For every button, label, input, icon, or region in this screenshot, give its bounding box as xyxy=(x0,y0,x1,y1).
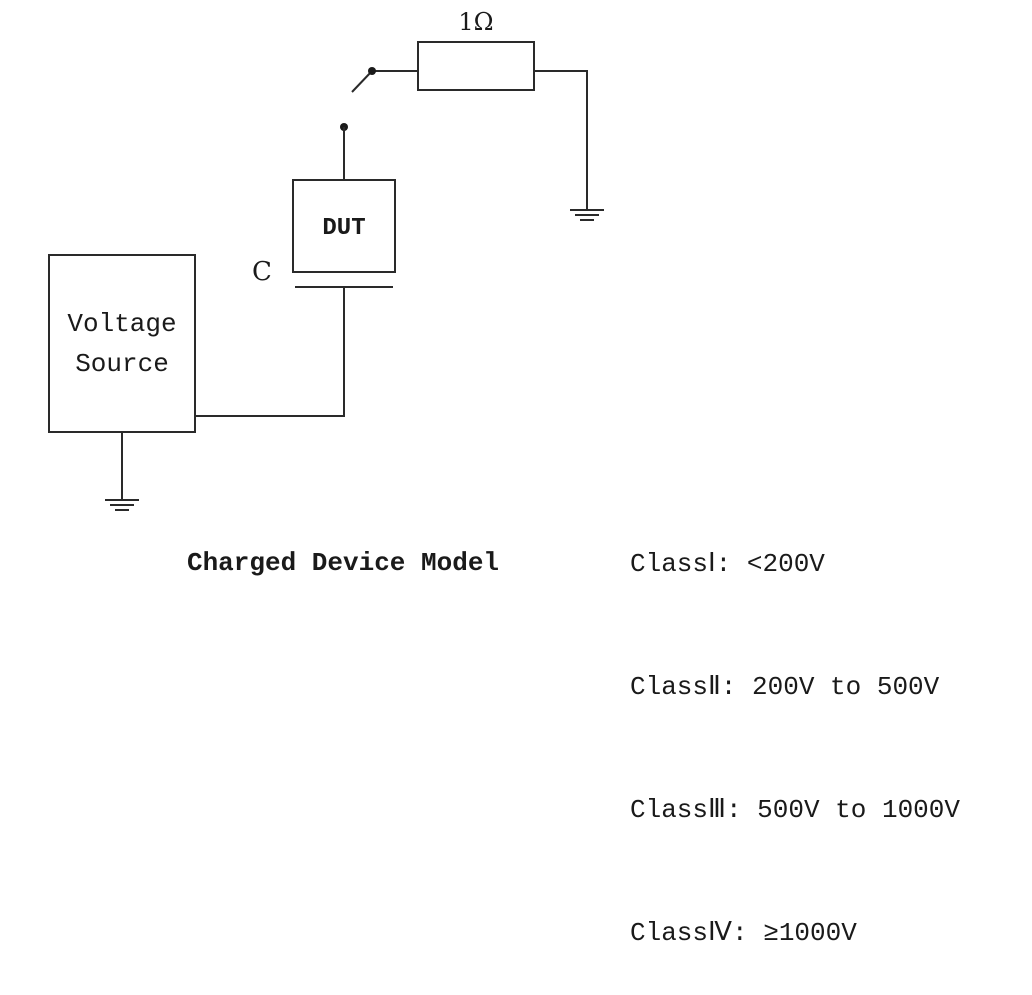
ground-icon xyxy=(570,209,604,221)
capacitor-label: C xyxy=(252,257,272,287)
class-2-line: ClassⅡ: 200V to 500V xyxy=(630,672,940,702)
class-3-line: ClassⅢ: 500V to 1000V xyxy=(630,795,960,825)
voltage-source-box xyxy=(48,254,196,433)
switch-pivot xyxy=(368,67,376,75)
voltage-source-label-line2: Source xyxy=(75,349,169,379)
wire-resistor-ground xyxy=(534,70,588,210)
resistor-label: 1Ω xyxy=(458,8,493,36)
voltage-source-label-line1: Voltage xyxy=(67,309,176,339)
dut-label: DUT xyxy=(322,215,365,242)
resistor xyxy=(417,41,535,91)
wire-capacitor-source xyxy=(195,287,345,417)
class-1-line: ClassⅠ: <200V xyxy=(630,549,825,579)
dut-box xyxy=(292,179,396,273)
ground-icon xyxy=(105,499,139,511)
esd-class-list: ClassⅠ: <200V ClassⅡ: 200V to 500V Class… xyxy=(630,462,960,995)
cdm-circuit-diagram: 1Ω DUT C Voltage Source Charged Device M… xyxy=(48,8,604,578)
switch-blade xyxy=(351,70,373,93)
class-4-line: ClassⅣ: ≥1000V xyxy=(630,918,857,948)
diagram-caption: Charged Device Model xyxy=(187,548,499,578)
